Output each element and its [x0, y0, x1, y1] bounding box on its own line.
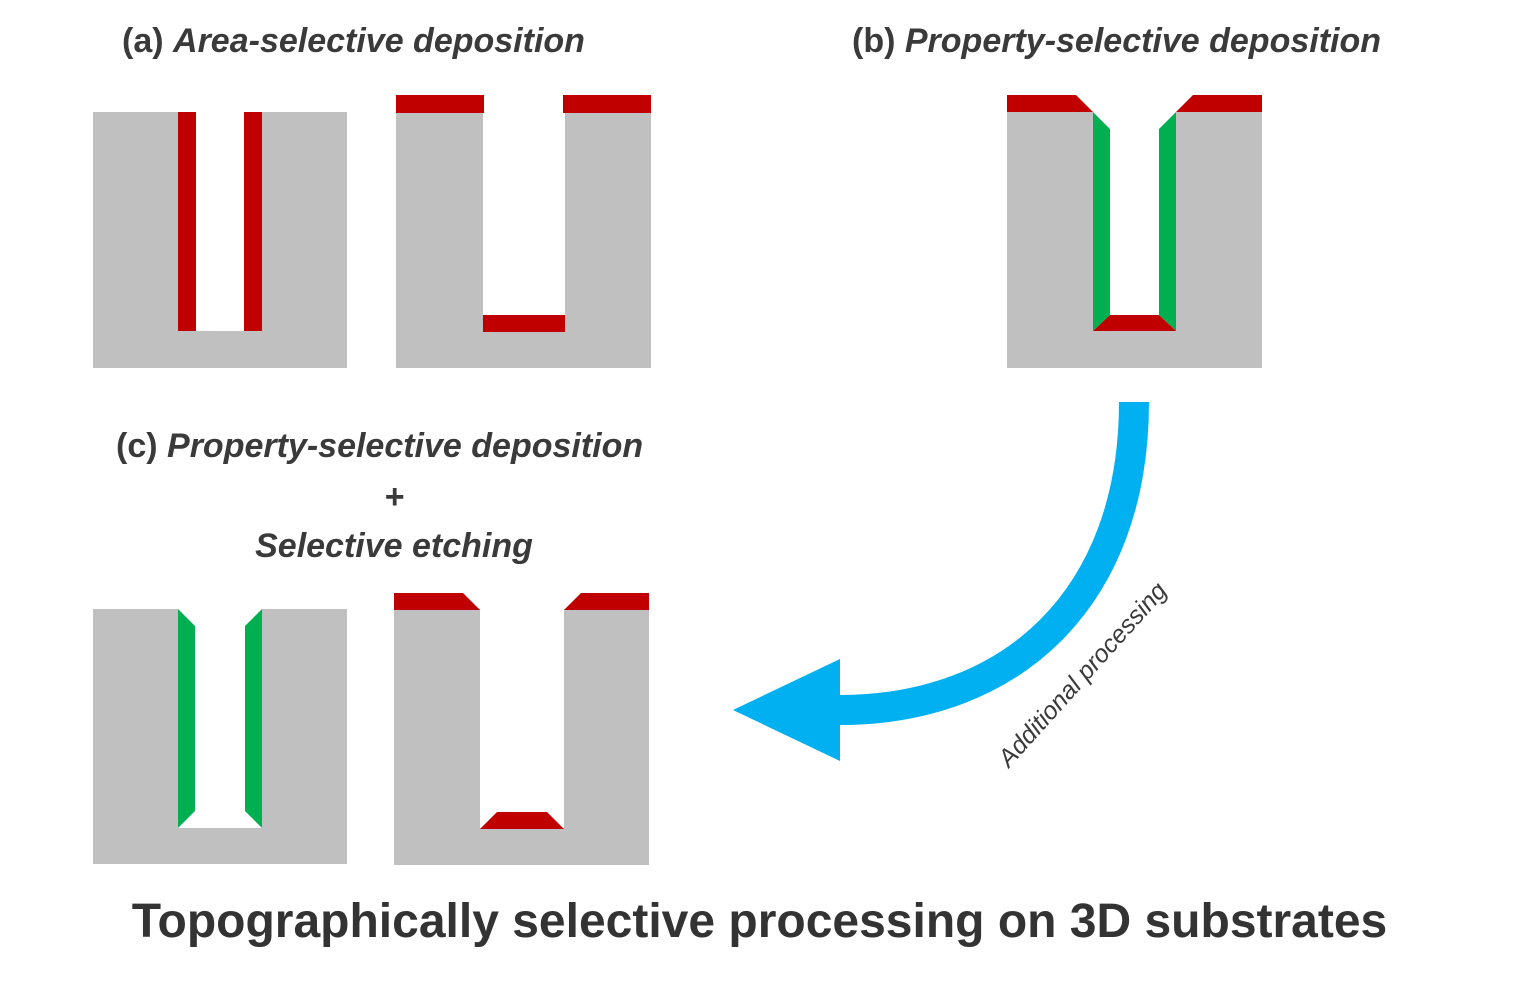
red-top-right [564, 593, 649, 610]
red-top-left [394, 593, 480, 610]
panel-c-line3-wrap: Selective etching [194, 529, 594, 563]
substrate-trench [93, 112, 347, 368]
substrate-trench [396, 112, 651, 368]
panel-b-prefix: (b) [852, 22, 896, 60]
green-sidewall-left [178, 609, 195, 828]
substrate-trench [394, 609, 649, 865]
arrow-shaft [839, 401, 1149, 725]
green-sidewall-right [245, 609, 262, 828]
red-top-right [1176, 95, 1262, 112]
substrate-trench [93, 609, 347, 864]
panel-b-label: (b) Property-selective deposition [852, 24, 1381, 58]
green-sidewall-right [1159, 112, 1176, 331]
red-bottom [483, 315, 565, 332]
panel-c-label: (c) Property-selective deposition [116, 429, 643, 463]
panel-a-title: Area-selective deposition [173, 22, 585, 60]
green-sidewall-left [1093, 112, 1110, 331]
arrow-head [733, 659, 840, 761]
red-top-left [1007, 95, 1093, 112]
trench-a-left [93, 112, 347, 368]
trench-a-right [396, 95, 651, 368]
panel-c-line2: + [384, 478, 404, 516]
red-top-left [396, 95, 484, 113]
panel-c-plus: + [344, 480, 444, 514]
red-bottom [480, 812, 564, 829]
substrate-trench [1007, 112, 1262, 368]
trench-c-left [93, 609, 347, 864]
panel-c-line1: Property-selective deposition [167, 427, 644, 465]
process-arrow [733, 401, 1149, 761]
red-bottom [1093, 315, 1176, 331]
panel-a-prefix: (a) [122, 22, 164, 60]
panel-c-line3: Selective etching [255, 527, 533, 565]
trench-b [1007, 95, 1262, 368]
red-sidewall-left [178, 112, 196, 331]
footer-title: Topographically selective processing on … [131, 895, 1388, 948]
trench-c-right [394, 593, 649, 865]
red-sidewall-right [244, 112, 262, 331]
panel-c-prefix: (c) [116, 427, 158, 465]
panel-a-label: (a) Area-selective deposition [122, 24, 585, 58]
red-top-right [563, 95, 651, 113]
panel-b-title: Property-selective deposition [904, 22, 1382, 60]
